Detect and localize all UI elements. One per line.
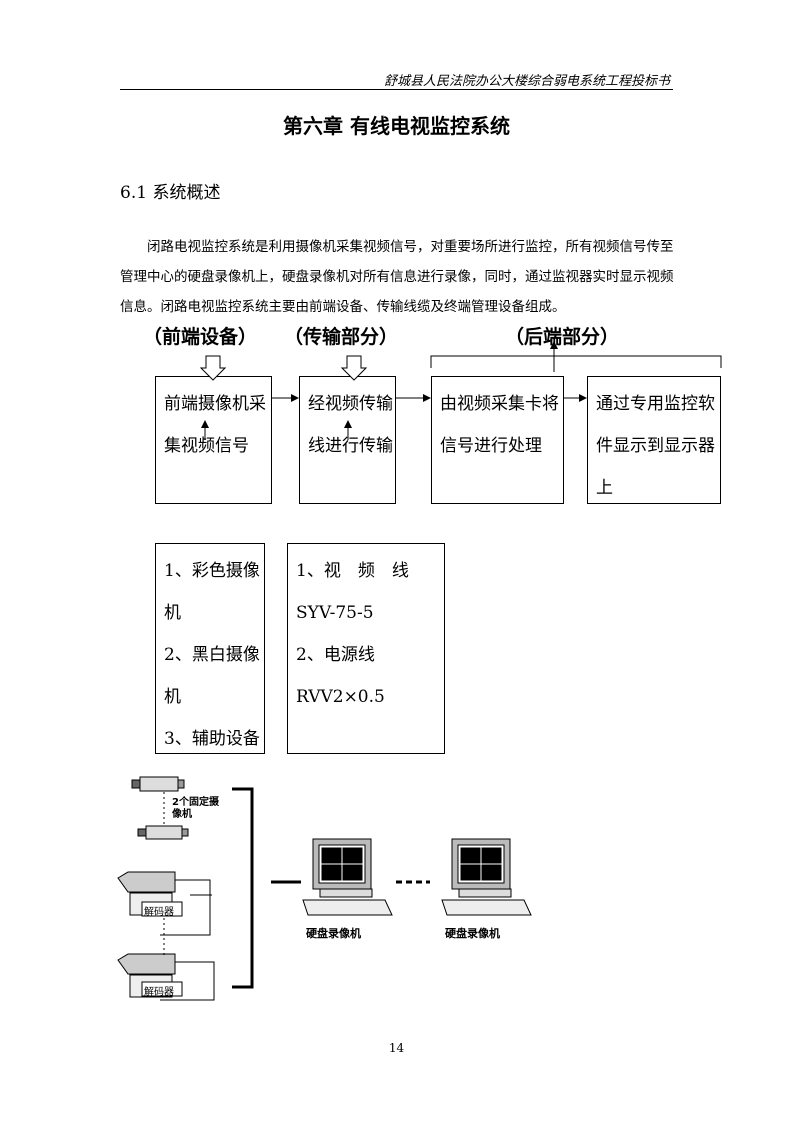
fixed-camera-2 <box>137 825 189 840</box>
section-title: 6.1 系统概述 <box>120 183 221 203</box>
device-item-color-camera: 1、彩色摄像机 <box>164 561 260 623</box>
recorder-1 <box>302 838 393 916</box>
overview-paragraph: 闭路电视监控系统是利用摄像机采集视频信号，对重要场所进行监控，所有视频信号传至管… <box>120 239 674 315</box>
down-arrow-transmission <box>340 355 368 381</box>
fixed-camera-1 <box>131 776 185 792</box>
cable-list-box: 1、视 频 线 SYV-75-5 2、电源线 RVV2×0.5 <box>287 543 445 754</box>
flow-box-transmit: 经视频传输线进行传输 <box>299 376 396 504</box>
page-number: 14 <box>388 1041 405 1055</box>
header-title: 舒城县人民法院办公大楼综合弱电系统工程投标书 <box>383 74 670 89</box>
device-item-bw-camera: 2、黑白摄像机 <box>164 645 260 707</box>
backend-bracket <box>430 355 722 368</box>
camera-group-bracket <box>232 787 254 989</box>
recorder-label-2: 硬盘录像机 <box>445 927 500 940</box>
recorder-2 <box>441 838 532 916</box>
header-rule <box>120 89 673 90</box>
device-item-auxiliary: 3、辅助设备 <box>164 729 260 749</box>
device-list-box: 1、彩色摄像机 2、黑白摄像机 3、辅助设备 <box>155 543 265 754</box>
fixed-cameras-label: 2个固定摄像机 <box>172 797 219 820</box>
down-arrow-frontend <box>199 355 227 381</box>
ptz-camera-2 <box>117 953 215 1001</box>
ptz-camera-1 <box>117 871 212 936</box>
cable-item-video: 1、视 频 线 SYV-75-5 <box>296 561 409 623</box>
decoder-label-1: 解码器 <box>144 907 174 918</box>
decoder-label-2: 解码器 <box>144 987 174 998</box>
chapter-title: 第六章 有线电视监控系统 <box>283 114 510 138</box>
flow-box-display: 通过专用监控软件显示到显示器上 <box>587 376 721 504</box>
stage-label-backend: （后端部分） <box>505 326 620 348</box>
flow-box-process: 由视频采集卡将信号进行处理 <box>431 376 564 504</box>
stage-label-frontend: （前端设备） <box>143 326 258 348</box>
stage-label-transmission: （传输部分） <box>284 326 399 348</box>
recorder-label-1: 硬盘录像机 <box>306 927 361 940</box>
cable-item-power: 2、电源线 RVV2×0.5 <box>296 645 385 707</box>
flow-box-capture: 前端摄像机采集视频信号 <box>155 376 272 504</box>
